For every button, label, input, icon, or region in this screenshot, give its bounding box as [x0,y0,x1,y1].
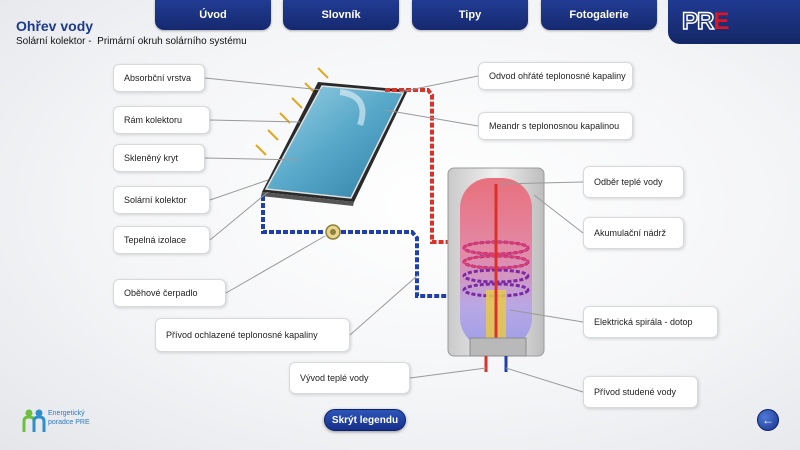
energeticky-poradce-text: Energetický poradce PRE [48,409,90,427]
pre-logo-text: PRE [681,7,729,36]
advisor-people-icon [22,409,46,432]
tab-fotogalerie[interactable]: Fotogalerie [541,0,657,30]
hot-pipe [385,88,458,244]
label-hot-draw: Odběr teplé vody [583,166,684,198]
label-cold-supply: Přívod ochlazené teplonosné kapaliny [155,318,350,352]
ep-line1: Energetický [48,410,85,417]
label-absorber: Absorbční vrstva [113,64,205,92]
pump-graphic [325,224,341,240]
label-collector: Solární kolektor [113,186,210,214]
tab-slovnik[interactable]: Slovník [283,0,399,30]
label-insulation: Tepelná izolace [113,226,210,254]
label-hot-water-outlet: Vývod teplé vody [289,362,410,394]
back-arrow-icon[interactable]: ← [757,409,779,431]
cold-pipe [261,196,458,298]
page-subtitle: Solární kolektor - Primární okruh solárn… [16,36,247,47]
ep-line2: poradce PRE [48,419,90,426]
label-glass: Skleněný kryt [113,144,205,172]
label-cold-water-inlet: Přívod studené vody [583,376,698,408]
tab-uvod[interactable]: Úvod [155,0,271,30]
label-hot-outlet-fluid: Odvod ohřáté teplonosné kapaliny [478,62,633,90]
label-tank: Akumulační nádrž [583,217,684,249]
page-title: Ohřev vody [16,18,94,34]
label-spiral: Elektrická spirála - dotop [583,306,718,338]
storage-tank-graphic [447,167,545,372]
pre-logo-pr: PR [681,7,715,36]
label-frame: Rám kolektoru [113,106,210,134]
leader-lines [204,75,584,393]
tab-tipy[interactable]: Tipy [412,0,528,30]
label-meander: Meandr s teplonosnou kapalinou [478,112,633,140]
hide-legend-button[interactable]: Skrýt legendu [324,409,406,431]
energeticky-poradce-logo[interactable]: Energetický poradce PRE [22,408,122,434]
pre-logo[interactable]: PRE [668,0,800,44]
label-pump: Oběhové čerpadlo [113,279,226,307]
pre-logo-e: E [713,8,729,35]
solar-collector-graphic [261,82,408,206]
